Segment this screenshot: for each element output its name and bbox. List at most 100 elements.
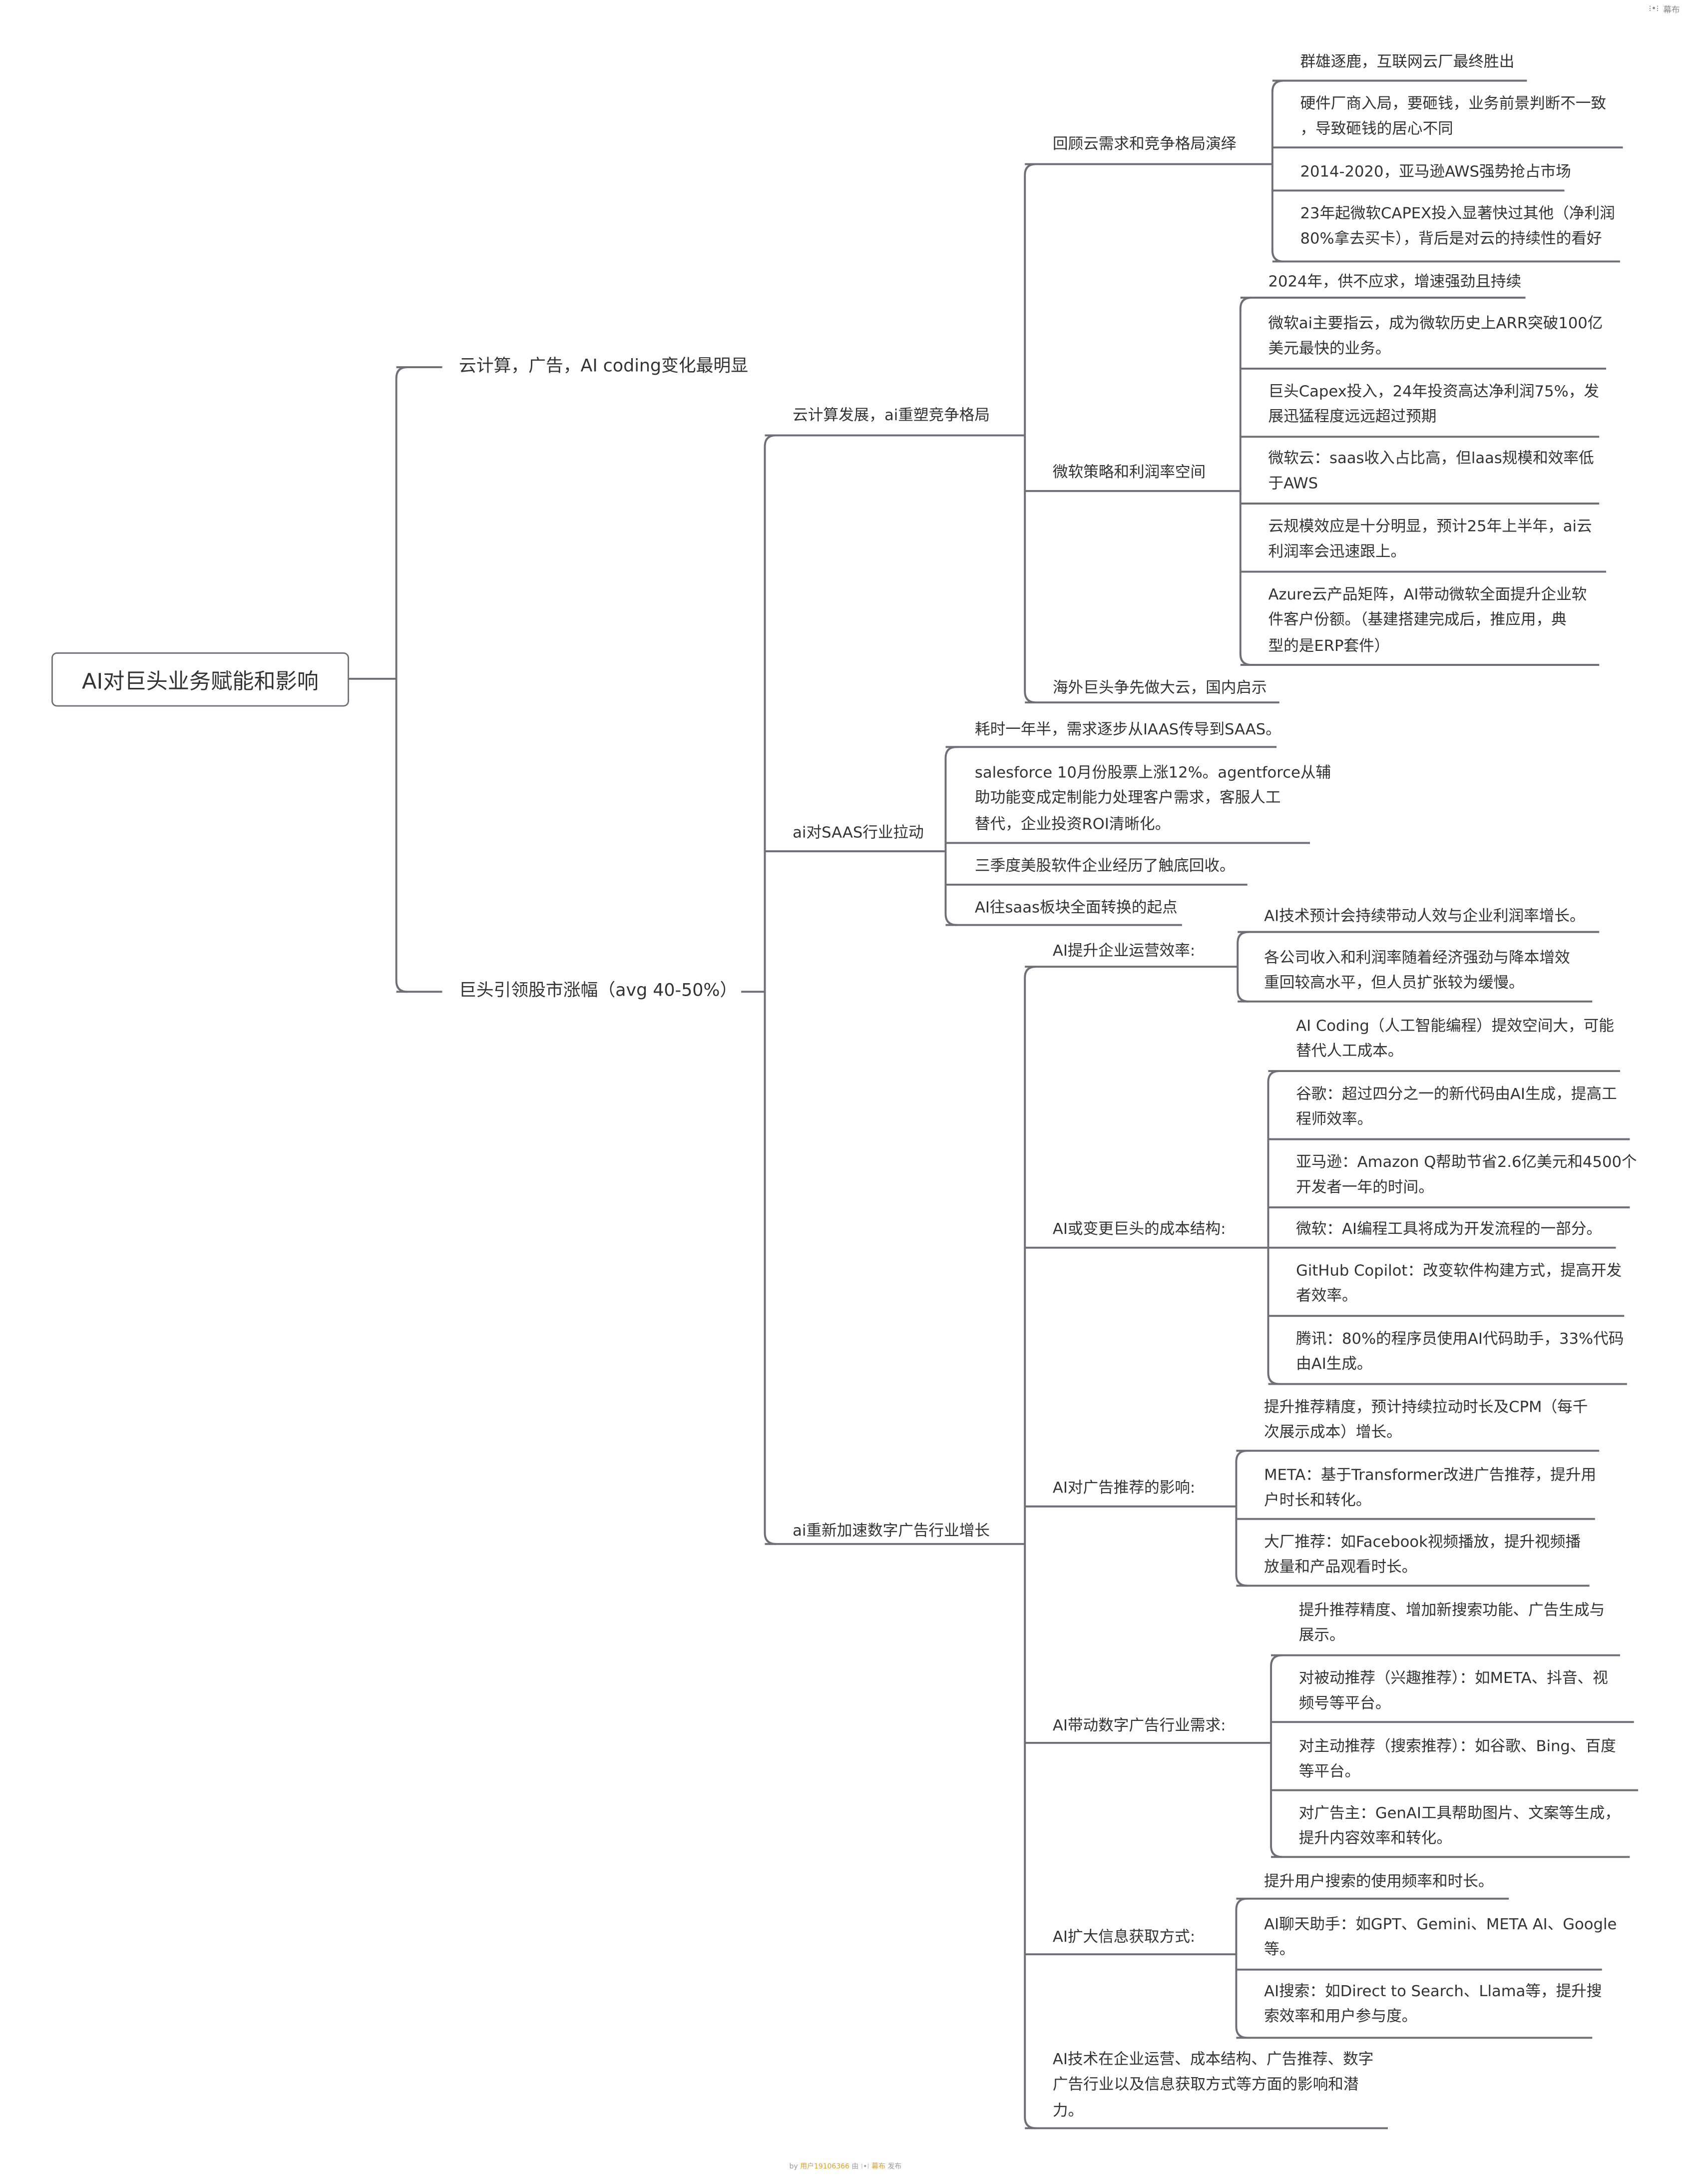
mindmap-node[interactable]: 2014-2020，亚马逊AWS强势抢占市场 — [1300, 159, 1571, 185]
mindmap-node[interactable]: AI Coding（人工智能编程）提效空间大，可能替代人工成本。 — [1296, 1014, 1614, 1066]
mindmap-node[interactable]: GitHub Copilot：改变软件构建方式，提高开发者效率。 — [1296, 1258, 1622, 1310]
node-text-line: AI技术在企业运营、成本结构、广告推荐、数字 — [1052, 2050, 1374, 2068]
mindmap-node[interactable]: 硬件厂商入局，要砸钱，业务前景判断不一致，导致砸钱的居心不同 — [1300, 91, 1607, 143]
mindmap-node[interactable]: 提升推荐精度、增加新搜索功能、广告生成与展示。 — [1299, 1598, 1605, 1650]
branch-bracket — [1270, 1654, 1282, 1858]
node-text-line: 替代人工成本。 — [1296, 1042, 1403, 1061]
node-text-line: AI技术预计会持续带动人效与企业利润率增长。 — [1264, 906, 1585, 925]
mindmap-node[interactable]: AI技术预计会持续带动人效与企业利润率增长。 — [1264, 904, 1585, 930]
root-node[interactable]: AI对巨头业务赋能和影响 — [51, 652, 349, 707]
mindmap-node[interactable]: 2024年，供不应求，增速强劲且持续 — [1268, 269, 1521, 295]
mindmap-node[interactable]: 巨头引领股市涨幅（avg 40-50%） — [459, 978, 737, 1004]
mindmap-node[interactable]: 对主动推荐（搜索推荐）：如谷歌、Bing、百度等平台。 — [1299, 1734, 1616, 1786]
mindmap-node[interactable]: salesforce 10月份股票上涨12%。agentforce从辅助功能变成… — [975, 760, 1331, 838]
mindmap-node[interactable]: Azure云产品矩阵，AI带动微软全面提升企业软件客户份额。（基建搭建完成后，推… — [1268, 582, 1587, 660]
node-text-line: 各公司收入和利润率随着经济强劲与降本增效 — [1264, 948, 1570, 967]
mindmap-node[interactable]: 云计算发展，ai重塑竞争格局 — [793, 403, 990, 429]
node-text-line: 云规模效应是十分明显，预计25年上半年，ai云 — [1268, 517, 1592, 536]
mindmap-node[interactable]: 微软云：saas收入占比高，但laas规模和效率低于AWS — [1268, 446, 1594, 498]
mindmap-node[interactable]: META：基于Transformer改进广告推荐，提升用户时长和转化。 — [1264, 1463, 1596, 1515]
node-text-line: 美元最快的业务。 — [1268, 340, 1391, 358]
mindmap-node[interactable]: AI或变更巨头的成本结构: — [1053, 1217, 1226, 1243]
node-text-line: 索效率和用户参与度。 — [1264, 2007, 1417, 2026]
mindmap-node[interactable]: AI技术在企业运营、成本结构、广告推荐、数字广告行业以及信息获取方式等方面的影响… — [1053, 2047, 1374, 2125]
node-text-line: salesforce 10月份股票上涨12%。agentforce从辅 — [974, 763, 1331, 782]
node-text-line: 重回较高水平，但人员扩张较为缓慢。 — [1264, 974, 1524, 993]
node-text-line: 次展示成本）增长。 — [1264, 1423, 1402, 1442]
mindmap-node[interactable]: AI往saas板块全面转换的起点 — [975, 895, 1178, 921]
mindmap-node[interactable]: 亚马逊：Amazon Q帮助节省2.6亿美元和4500个开发者一年的时间。 — [1296, 1150, 1637, 1202]
branch-bracket — [395, 366, 408, 993]
mindmap-node[interactable]: 微软ai主要指云，成为微软历史上ARR突破100亿美元最快的业务。 — [1268, 311, 1603, 363]
node-text-line: 提升推荐精度，预计持续拉动时长及CPM（每千 — [1264, 1397, 1588, 1416]
node-text-line: 群雄逐鹿，互联网云厂最终胜出 — [1300, 52, 1515, 71]
node-text-line: 放量和产品观看时长。 — [1264, 1558, 1417, 1577]
footer-via: 由 — [851, 2163, 859, 2172]
node-text-line: AI往saas板块全面转换的起点 — [974, 898, 1178, 917]
node-text-line: 三季度美股软件企业经历了触底回收。 — [974, 856, 1235, 875]
node-text-line: 展迅猛程度远远超过预期 — [1268, 408, 1437, 426]
node-text-line: 2024年，供不应求，增速强劲且持续 — [1268, 272, 1522, 291]
footer-attribution: by 用户19106366 由 ⁝•⁝ 幕布 发布 — [0, 2162, 1691, 2172]
node-text-line: 等。 — [1264, 1941, 1295, 1959]
mindmap-node[interactable]: 腾讯：80%的程序员使用AI代码助手，33%代码由AI生成。 — [1296, 1327, 1624, 1379]
mindmap-node[interactable]: 各公司收入和利润率随着经济强劲与降本增效重回较高水平，但人员扩张较为缓慢。 — [1264, 946, 1570, 998]
node-text-line: 频号等平台。 — [1298, 1694, 1391, 1713]
node-text-line: 广告行业以及信息获取方式等方面的影响和潜 — [1052, 2076, 1359, 2094]
mindmap-node[interactable]: AI对广告推荐的影响: — [1053, 1475, 1195, 1501]
node-text-line: 硬件厂商入局，要砸钱，业务前景判断不一致 — [1300, 94, 1607, 112]
branch-bracket — [944, 746, 957, 926]
mindmap-node[interactable]: 对被动推荐（兴趣推荐）：如META、抖音、视频号等平台。 — [1299, 1666, 1608, 1718]
mindmap-node[interactable]: 提升用户搜索的使用频率和时长。 — [1264, 1869, 1493, 1895]
mindmap-node[interactable]: ai对SAAS行业拉动 — [793, 820, 924, 846]
mindmap-node[interactable]: 群雄逐鹿，互联网云厂最终胜出 — [1300, 49, 1515, 75]
node-text-line: 型的是ERP套件） — [1268, 636, 1390, 655]
node-text-line: 回顾云需求和竞争格局演绎 — [1052, 134, 1237, 153]
mindmap-node[interactable]: AI带动数字广告行业需求: — [1053, 1713, 1226, 1739]
mindmap-node[interactable]: 微软策略和利润率空间 — [1053, 460, 1206, 486]
branch-bracket — [1271, 79, 1284, 263]
mindmap-node[interactable]: 谷歌：超过四分之一的新代码由AI生成，提高工程师效率。 — [1296, 1082, 1617, 1133]
node-text-line: 于AWS — [1268, 475, 1318, 493]
mindmap-node[interactable]: AI扩大信息获取方式: — [1053, 1925, 1195, 1951]
mindmap-node[interactable]: 对广告主：GenAI工具帮助图片、文案等生成，提升内容效率和转化。 — [1299, 1801, 1620, 1853]
node-text-line: 80%拿去买卡），背后是对云的持续性的看好 — [1300, 230, 1602, 248]
footer-brand-link[interactable]: 幕布 — [871, 2163, 886, 2172]
mindmap-node[interactable]: 提升推荐精度，预计持续拉动时长及CPM（每千次展示成本）增长。 — [1264, 1395, 1588, 1447]
mindmap-node[interactable]: AI搜索：如Direct to Search、Llama等，提升搜索效率和用户参… — [1264, 1979, 1602, 2031]
mindmap-node[interactable]: 回顾云需求和竞争格局演绎 — [1053, 132, 1237, 158]
mindmap-node[interactable]: 云计算，广告，AI coding变化最明显 — [459, 353, 748, 379]
mindmap-node[interactable]: ai重新加速数字广告行业增长 — [793, 1519, 990, 1545]
footer-publish: 发布 — [887, 2163, 902, 2172]
node-text-line: 23年起微软CAPEX投入显著快过其他（净利润 — [1300, 204, 1615, 222]
footer-user-link[interactable]: 用户19106366 — [800, 2163, 849, 2172]
brand-label: 幕布 — [1663, 5, 1680, 15]
mindmap-node[interactable]: AI提升企业运营效率: — [1053, 939, 1195, 965]
node-text-line: 开发者一年的时间。 — [1296, 1178, 1434, 1197]
branch-bracket — [1235, 1897, 1248, 2039]
mindmap-node[interactable]: 大厂推荐：如Facebook视频播放，提升视频播放量和产品观看时长。 — [1264, 1530, 1581, 1582]
node-text-line: 微软：AI编程工具将成为开发流程的一部分。 — [1296, 1219, 1602, 1238]
branch-bracket — [1267, 1070, 1279, 1385]
mindmap-node[interactable]: 三季度美股软件企业经历了触底回收。 — [975, 854, 1235, 880]
mindmap-node[interactable]: 23年起微软CAPEX投入显著快过其他（净利润 80%拿去买卡），背后是对云的持续… — [1300, 201, 1615, 253]
root-node-label: AI对巨头业务赋能和影响 — [82, 668, 319, 694]
mindmap-node[interactable]: 巨头Capex投入，24年投资高达净利润75%，发展迅猛程度远远超过预期 — [1268, 379, 1599, 431]
branch-bracket — [1239, 296, 1252, 666]
node-text-line: 海外巨头争先做大云，国内启示 — [1052, 678, 1267, 697]
mindmap-node[interactable]: 微软：AI编程工具将成为开发流程的一部分。 — [1296, 1217, 1602, 1243]
node-text-line: 耗时一年半，需求逐步从IAAS传导到SAAS。 — [974, 720, 1281, 738]
node-text-line: 微软ai主要指云，成为微软历史上ARR突破100亿 — [1268, 314, 1603, 332]
brand-badge[interactable]: ⁝•⁝ 幕布 — [1649, 3, 1680, 15]
mindmap-node[interactable]: 耗时一年半，需求逐步从IAAS传导到SAAS。 — [975, 717, 1281, 743]
node-text-line: 微软策略和利润率空间 — [1052, 463, 1206, 481]
node-text-line: 对被动推荐（兴趣推荐）：如META、抖音、视 — [1298, 1668, 1608, 1687]
node-text-line: AI Coding（人工智能编程）提效空间大，可能 — [1296, 1016, 1614, 1035]
node-text-line: 助功能变成定制能力处理客户需求，客服人工 — [974, 789, 1281, 807]
mindmap-node[interactable]: 海外巨头争先做大云，国内启示 — [1053, 675, 1267, 701]
node-text-line: 提升内容效率和转化。 — [1298, 1829, 1452, 1848]
mindmap-node[interactable]: 云规模效应是十分明显，预计25年上半年，ai云利润率会迅速跟上。 — [1268, 514, 1592, 566]
footer-by: by — [789, 2163, 798, 2172]
